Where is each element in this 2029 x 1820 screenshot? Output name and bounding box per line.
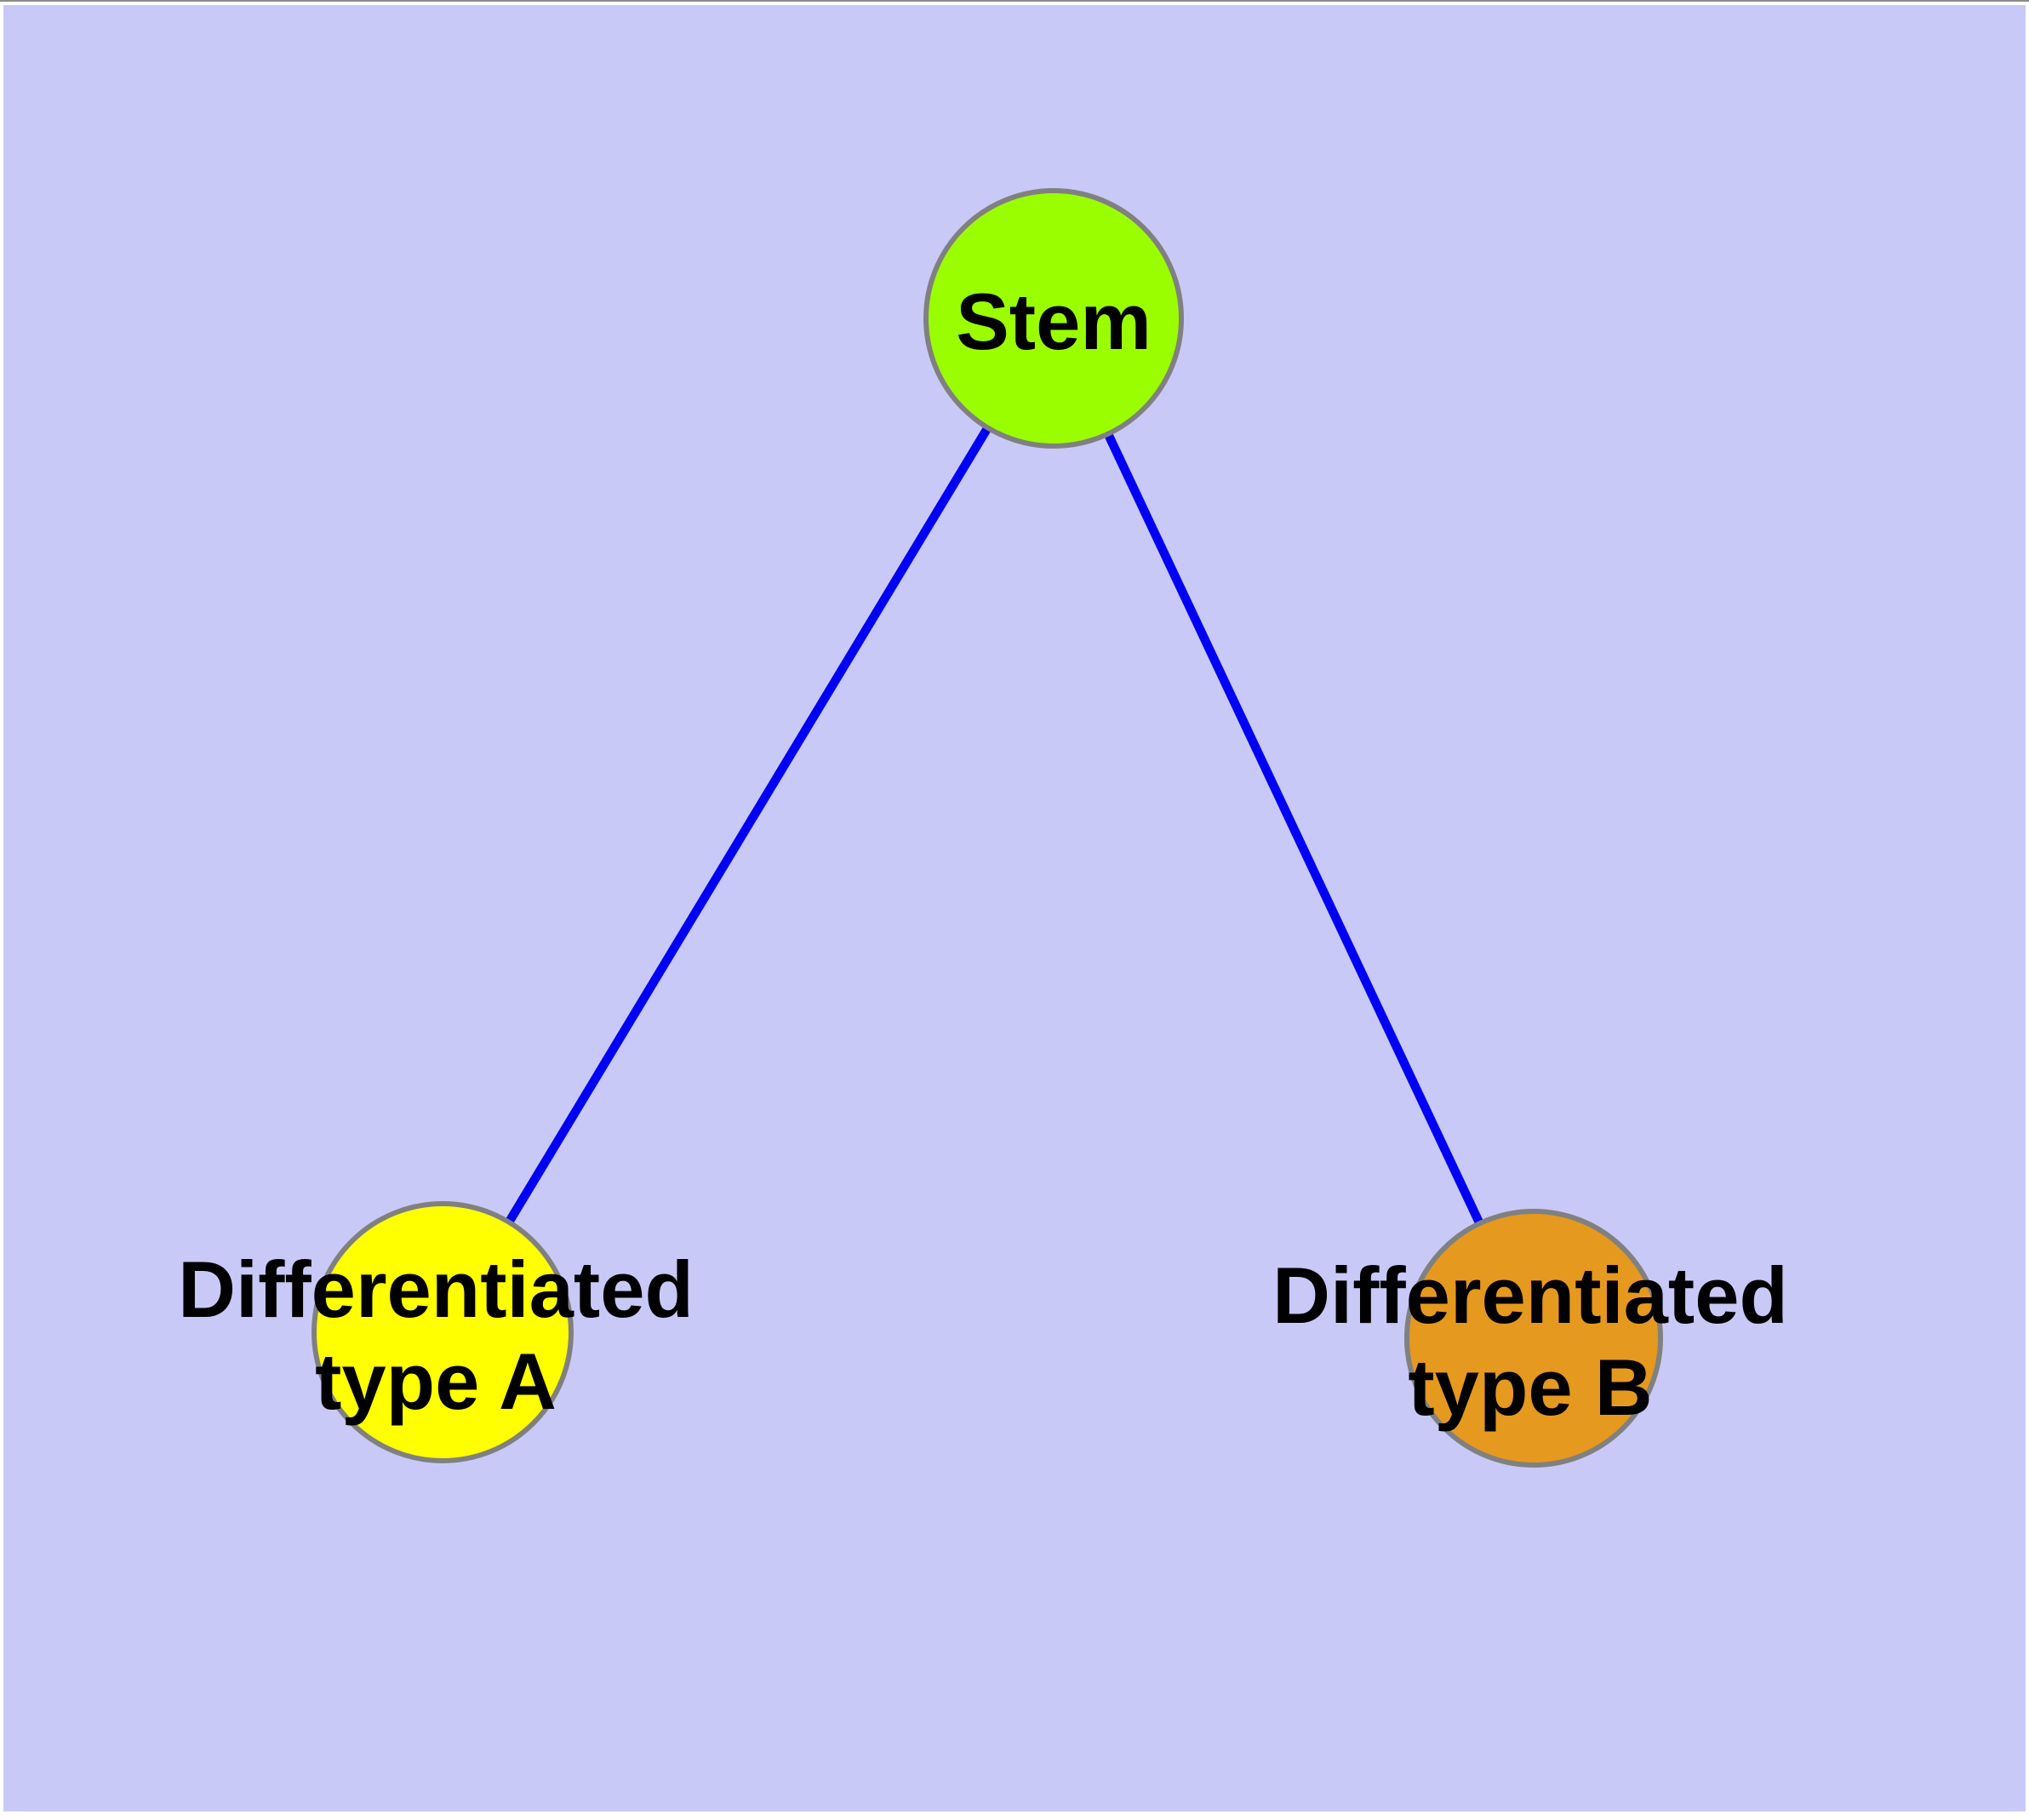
node-type-b-label-line1: Differentiated	[1272, 1251, 1788, 1340]
edge-stem-to-type-b	[1049, 316, 1538, 1341]
node-stem-label: Stem	[956, 277, 1152, 366]
node-type-a-label-line2: type A	[315, 1336, 557, 1426]
node-type-b-circle	[1404, 1209, 1663, 1468]
node-type-b-label-line2: type B	[1408, 1342, 1652, 1432]
edge-stem-to-type-a	[438, 316, 1058, 1335]
node-stem-circle	[923, 188, 1184, 449]
node-type-a-circle	[311, 1201, 574, 1463]
window-top-border	[0, 0, 2029, 2]
node-type-a-label-line1: Differentiated	[178, 1245, 694, 1334]
